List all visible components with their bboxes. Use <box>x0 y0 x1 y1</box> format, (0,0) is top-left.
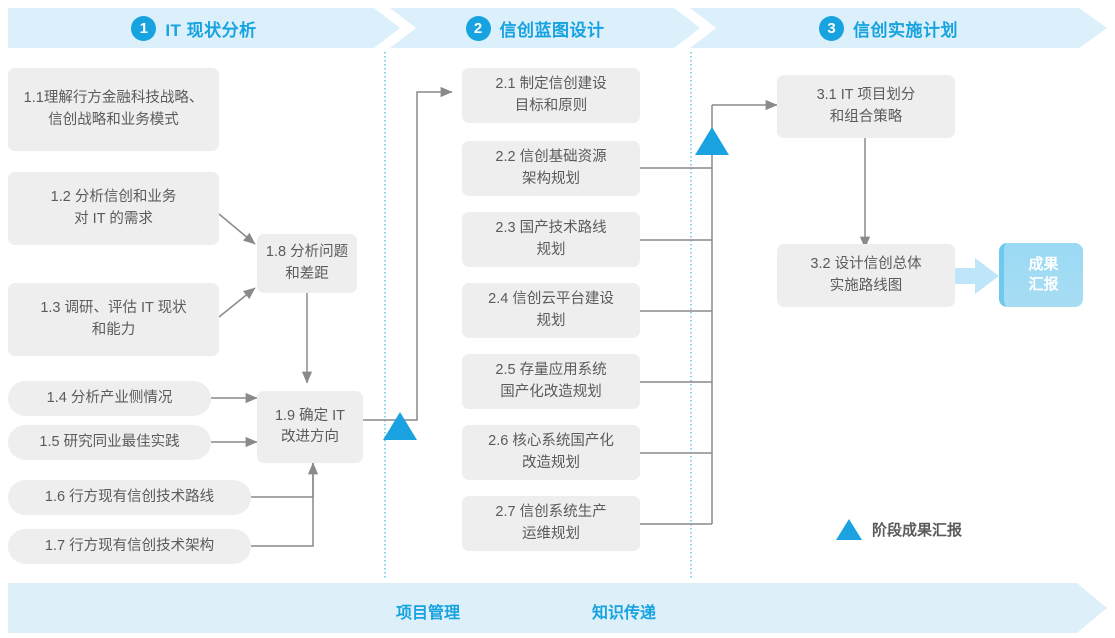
node-3-1[interactable]: 3.1 IT 项目划分 和组合策略 <box>777 75 955 138</box>
result-report-chip[interactable]: 成果 汇报 <box>999 243 1083 307</box>
milestone-triangle-phase1 <box>383 412 417 440</box>
node-1-6[interactable]: 1.6 行方现有信创技术路线 <box>8 480 251 515</box>
node-2-3[interactable]: 2.3 国产技术路线 规划 <box>462 212 640 267</box>
phase-header-2: 2 信创蓝图设计 <box>466 16 605 41</box>
legend-label: 阶段成果汇报 <box>872 522 963 539</box>
phase-title-1: IT 现状分析 <box>165 20 257 40</box>
phase-number-2: 2 <box>466 16 491 41</box>
node-1-4[interactable]: 1.4 分析产业侧情况 <box>8 381 211 416</box>
phase-band-2: 2 信创蓝图设计 <box>390 8 700 48</box>
bottom-label-project-management: 项目管理 <box>396 605 461 622</box>
node-2-6[interactable]: 2.6 核心系统国产化 改造规划 <box>462 425 640 480</box>
node-2-5[interactable]: 2.5 存量应用系统 国产化改造规划 <box>462 354 640 409</box>
phase-header-1: 1 IT 现状分析 <box>131 16 256 41</box>
legend: 阶段成果汇报 <box>836 519 962 540</box>
milestone-triangle-phase2 <box>695 127 729 155</box>
node-1-1[interactable]: 1.1理解行方金融科技战略、 信创战略和业务模式 <box>8 68 219 151</box>
phase-title-2: 信创蓝图设计 <box>499 20 605 40</box>
phase-header-3: 3 信创实施计划 <box>819 16 958 41</box>
node-1-2[interactable]: 1.2 分析信创和业务 对 IT 的需求 <box>8 172 219 245</box>
node-2-4[interactable]: 2.4 信创云平台建设 规划 <box>462 283 640 338</box>
phase-band-1: 1 IT 现状分析 <box>8 8 400 48</box>
phase-number-3: 3 <box>819 16 844 41</box>
milestone-triangle-icon <box>836 519 862 540</box>
bottom-label-knowledge-transfer: 知识传递 <box>592 605 657 622</box>
node-1-9[interactable]: 1.9 确定 IT 改进方向 <box>257 391 363 463</box>
node-1-7[interactable]: 1.7 行方现有信创技术架构 <box>8 529 251 564</box>
node-2-1[interactable]: 2.1 制定信创建设 目标和原则 <box>462 68 640 123</box>
bottom-chevron-band <box>8 583 1107 633</box>
node-3-2[interactable]: 3.2 设计信创总体 实施路线图 <box>777 244 955 307</box>
phase-title-3: 信创实施计划 <box>853 20 958 40</box>
phase-band-3: 3 信创实施计划 <box>690 8 1107 48</box>
node-1-8[interactable]: 1.8 分析问题 和差距 <box>257 234 357 293</box>
node-1-3[interactable]: 1.3 调研、评估 IT 现状 和能力 <box>8 283 219 356</box>
node-2-2[interactable]: 2.2 信创基础资源 架构规划 <box>462 141 640 196</box>
node-2-7[interactable]: 2.7 信创系统生产 运维规划 <box>462 496 640 551</box>
phase-number-1: 1 <box>131 16 156 41</box>
node-1-5[interactable]: 1.5 研究同业最佳实践 <box>8 425 211 460</box>
